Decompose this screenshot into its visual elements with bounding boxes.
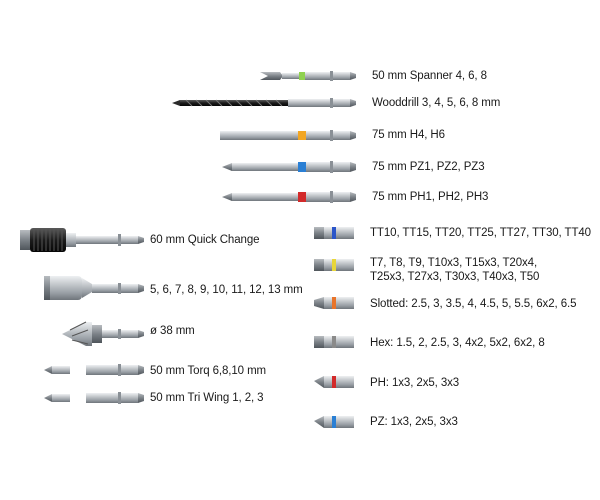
label-countersink: ø 38 mm [150,325,195,337]
nut-setter-icon [44,276,144,300]
ph-bit-75mm-icon [222,191,356,203]
label-ph-bits: PH: 1x3, 2x5, 3x3 [370,377,460,389]
label-torx-bits-line2: T25x3, T27x3, T30x3, T40x3, T50 [370,271,540,283]
label-torq: 50 mm Torq 6,8,10 mm [150,365,267,377]
countersink-icon [62,321,144,346]
short-bit-torx-icon [314,259,354,271]
label-spanner: 50 mm Spanner 4, 6, 8 [372,70,487,82]
label-pz-75: 75 mm PZ1, PZ2, PZ3 [372,161,485,173]
label-torx-bits-line1: T7, T8, T9, T10x3, T15x3, T20x4, [370,257,538,269]
short-bit-tt-icon [314,227,354,239]
label-tt-bits: TT10, TT15, TT20, TT25, TT27, TT30, TT40 [370,227,591,239]
quick-change-holder-icon [20,228,144,252]
label-h-bits: 75 mm H4, H6 [372,129,445,141]
label-slotted-bits: Slotted: 2.5, 3, 3.5, 4, 4.5, 5, 5.5, 6x… [370,298,577,310]
label-pz-bits: PZ: 1x3, 2x5, 3x3 [370,416,458,428]
short-bit-ph-icon [314,376,354,388]
short-bit-pz-icon [314,416,354,428]
torq-bit-icon [44,364,144,376]
tri-wing-bit-icon [44,392,144,404]
short-bit-slotted-icon [314,297,354,309]
label-tri-wing: 50 mm Tri Wing 1, 2, 3 [150,392,264,404]
hex-bit-75mm-icon [220,130,356,141]
label-nut-setters: 5, 6, 7, 8, 9, 10, 11, 12, 13 mm [150,284,303,296]
label-hex-bits: Hex: 1.5, 2, 2.5, 3, 4x2, 5x2, 6x2, 8 [370,337,545,349]
spanner-bit-icon [260,71,356,81]
wood-drill-bit-icon [172,98,356,108]
label-quick-change: 60 mm Quick Change [150,234,260,246]
pz-bit-75mm-icon [222,161,356,173]
label-wooddrill: Wooddrill 3, 4, 5, 6, 8 mm [372,97,501,109]
label-ph-75: 75 mm PH1, PH2, PH3 [372,191,489,203]
band-green [299,72,305,80]
short-bit-hex-icon [314,336,354,348]
